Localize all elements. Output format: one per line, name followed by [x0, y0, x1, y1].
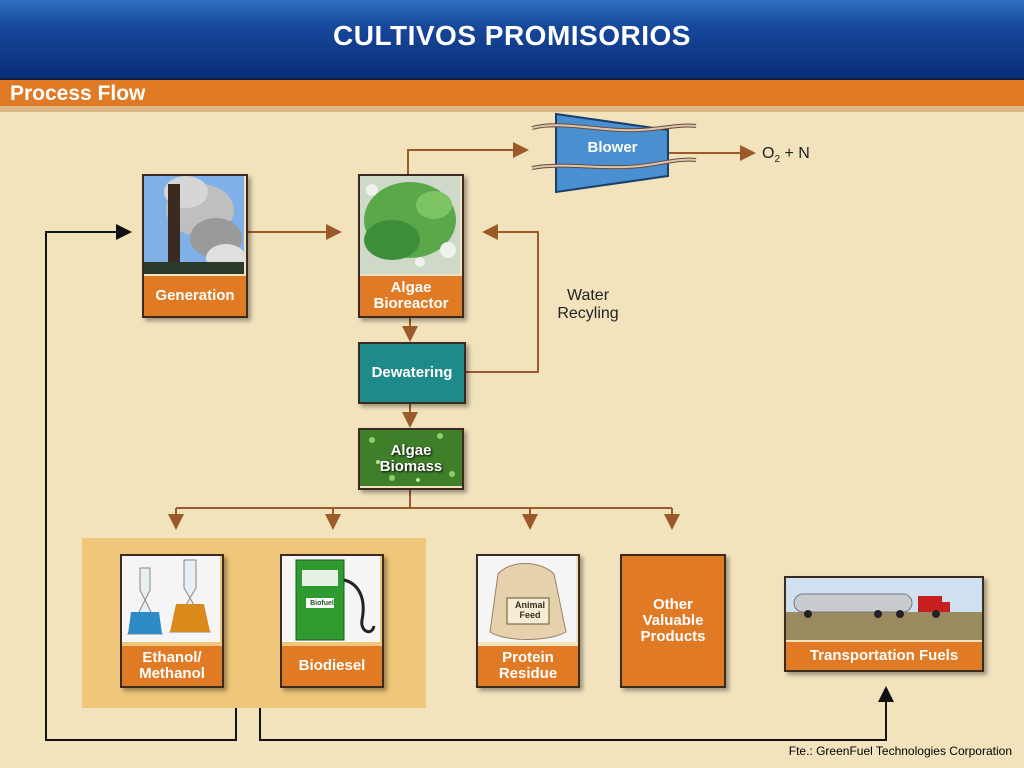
biodiesel-box: Biofuel Biodiesel — [280, 554, 384, 688]
output-gases-label: O2 + N — [762, 145, 810, 165]
arrow-fuel-return-to-generation — [45, 224, 237, 741]
arrow-bioreactor-to-blower — [407, 142, 529, 175]
biomass-label-line2: Biomass — [379, 458, 443, 475]
water-label-line2: Recyling — [557, 305, 619, 322]
output-gas-rest: + N — [780, 145, 810, 162]
protein-box: Animal Feed Protein Residue — [476, 554, 580, 688]
biomass-label-line1: Algae — [390, 442, 432, 459]
water-label-line1: Water — [566, 287, 610, 304]
other-products-label: Other Valuable Products — [622, 556, 724, 686]
biomass-texture — [360, 430, 462, 486]
title-bar — [0, 0, 1024, 80]
other-label-line3: Products — [640, 628, 706, 645]
ethanol-label: Ethanol/ Methanol — [122, 646, 222, 686]
bioreactor-label: Algae Bioreactor — [360, 276, 462, 316]
arrow-fuel-to-transport — [259, 686, 894, 741]
transport-box: Transportation Fuels — [784, 576, 984, 672]
section-title: Process Flow — [10, 82, 146, 105]
arrow-water-recycling — [464, 224, 539, 373]
bioreactor-label-line2: Bioreactor — [373, 295, 449, 312]
feed-bag-image — [478, 556, 576, 642]
ethanol-label-line2: Methanol — [139, 665, 205, 682]
section-band-shadow — [0, 106, 1024, 112]
feed-bag-text-line2: Feed — [519, 610, 541, 620]
protein-label-line2: Residue — [498, 665, 558, 682]
ethanol-label-line1: Ethanol/ — [142, 649, 202, 666]
biomass-label: Algae Biomass — [360, 430, 462, 488]
blower-pipe-bottom-light — [531, 158, 697, 169]
feed-bag-text: Animal Feed — [509, 600, 551, 620]
other-products-box: Other Valuable Products — [620, 554, 726, 688]
slide-title: CULTIVOS PROMISORIOS — [333, 20, 691, 51]
pump-text: Biofuel — [310, 600, 334, 607]
biomass-box: Algae Biomass — [358, 428, 464, 490]
output-gas-subscript: 2 — [774, 154, 781, 166]
dewatering-label: Dewatering — [371, 364, 453, 381]
dewatering-box: Dewatering — [358, 342, 466, 404]
output-gas-o: O — [762, 145, 775, 162]
blower-label: Blower — [587, 139, 638, 156]
fuel-pump-image — [282, 556, 380, 642]
generation-box: Generation — [142, 174, 248, 318]
truck-image — [786, 578, 982, 640]
ethanol-box: Ethanol/ Methanol — [120, 554, 224, 688]
biodiesel-label: Biodiesel — [282, 646, 382, 686]
generation-label: Generation — [144, 276, 246, 316]
protein-label: Protein Residue — [478, 646, 578, 686]
source-note: Fte.: GreenFuel Technologies Corporation — [788, 744, 1012, 758]
section-band — [0, 80, 1024, 106]
other-label-line1: Other — [652, 596, 693, 613]
other-label-line2: Valuable — [642, 612, 704, 629]
bioreactor-label-line1: Algae — [390, 279, 432, 296]
protein-label-line1: Protein — [502, 649, 554, 666]
transport-label: Transportation Fuels — [786, 642, 982, 670]
feed-bag-text-line1: Animal — [514, 600, 545, 610]
blower-pipe-top-light — [531, 124, 697, 132]
bioreactor-box: Algae Bioreactor — [358, 174, 464, 318]
flasks-image — [122, 556, 220, 642]
water-recycling-label: Water Recyling — [548, 287, 628, 323]
smokestack-image — [144, 176, 246, 274]
algae-pond-image — [360, 176, 460, 274]
